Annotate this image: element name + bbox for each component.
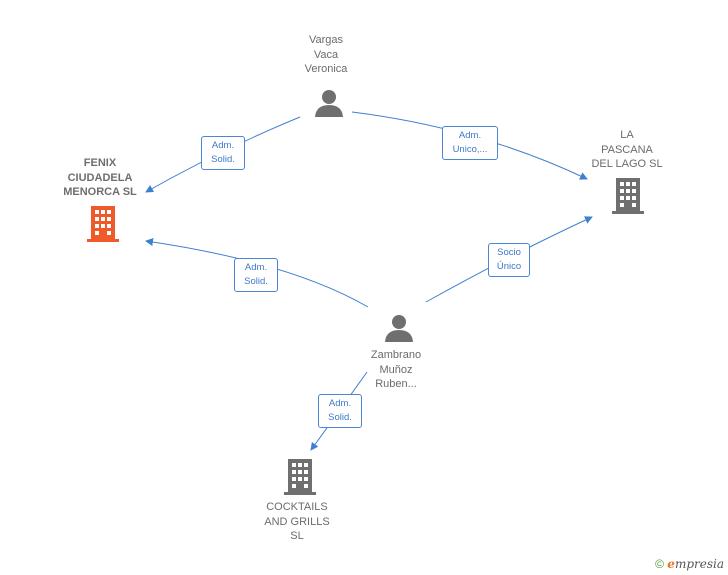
logo-text: mpresia bbox=[674, 557, 724, 571]
node-zambrano-label[interactable]: Zambrano Muñoz Ruben... bbox=[346, 348, 446, 392]
node-pascana-line-1: LA bbox=[620, 129, 634, 141]
node-cocktails-line-1: COCKTAILS bbox=[266, 501, 328, 513]
node-fenix-line-1: FENIX bbox=[83, 157, 117, 169]
node-zambrano-line-1: Zambrano bbox=[370, 349, 422, 361]
edge-label-line: Socio bbox=[497, 247, 521, 258]
node-cocktails-line-2: AND GRILLS bbox=[264, 515, 330, 528]
edge-label-line: Solid. bbox=[211, 154, 235, 165]
node-cocktails-label[interactable]: COCKTAILS AND GRILLS SL bbox=[247, 500, 347, 544]
edge-label-line: Solid. bbox=[328, 412, 352, 423]
edge-label-line: Adm. bbox=[328, 398, 352, 409]
node-pascana-line-2: PASCANA bbox=[601, 143, 653, 156]
node-vargas-line-3: Veronica bbox=[304, 63, 348, 75]
node-vargas-line-2: Vaca bbox=[313, 48, 339, 61]
empresia-logo: empresia bbox=[667, 557, 724, 571]
person-icon[interactable] bbox=[384, 313, 414, 343]
building-icon[interactable] bbox=[87, 206, 119, 242]
empresia-watermark: © empresia bbox=[655, 557, 724, 571]
edge-label-zambrano-cocktails[interactable]: Adm. Solid. bbox=[318, 394, 362, 428]
node-vargas-line-1: Vargas bbox=[308, 34, 344, 46]
node-zambrano-line-2: Muñoz bbox=[379, 363, 413, 376]
node-fenix-line-2: CIUDADELA bbox=[67, 171, 133, 184]
building-icon[interactable] bbox=[284, 459, 316, 495]
edge-label-zambrano-pascana[interactable]: Socio Único bbox=[488, 243, 530, 277]
edge-label-line: Adm. bbox=[458, 130, 482, 141]
edge-label-line: Adm. bbox=[244, 262, 268, 273]
edge-label-zambrano-fenix[interactable]: Adm. Solid. bbox=[234, 258, 278, 292]
node-pascana-line-3: DEL LAGO SL bbox=[591, 158, 663, 170]
building-icon[interactable] bbox=[612, 178, 644, 214]
edge-label-vargas-fenix[interactable]: Adm. Solid. bbox=[201, 136, 245, 170]
edge-label-vargas-pascana[interactable]: Adm. Unico,... bbox=[442, 126, 498, 160]
copyright-icon: © bbox=[655, 557, 664, 571]
person-icon[interactable] bbox=[314, 88, 344, 118]
edge-label-line: Solid. bbox=[244, 276, 268, 287]
node-fenix-line-3: MENORCA SL bbox=[63, 186, 137, 198]
logo-initial: e bbox=[667, 557, 675, 571]
node-zambrano-line-3: Ruben... bbox=[375, 378, 417, 390]
node-pascana-label[interactable]: LA PASCANA DEL LAGO SL bbox=[577, 128, 677, 172]
node-cocktails-line-3: SL bbox=[290, 530, 304, 542]
node-vargas-label[interactable]: Vargas Vaca Veronica bbox=[276, 33, 376, 77]
edge-label-line: Único bbox=[496, 261, 522, 272]
edge-label-line: Adm. bbox=[211, 140, 235, 151]
node-fenix-label[interactable]: FENIX CIUDADELA MENORCA SL bbox=[42, 156, 158, 200]
edge-label-line: Unico,... bbox=[452, 144, 488, 155]
